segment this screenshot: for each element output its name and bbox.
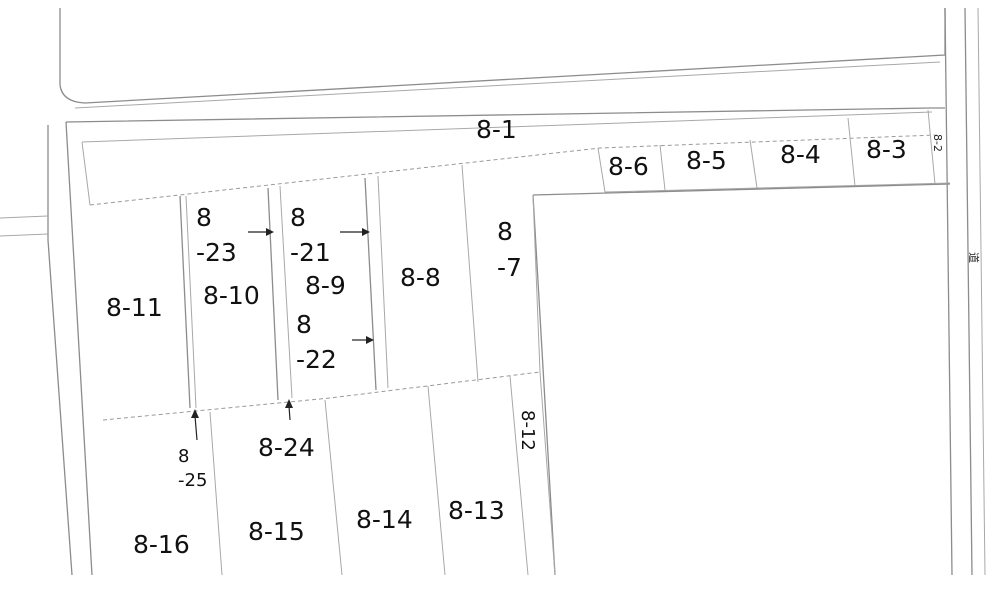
divider-8-4-8-3 <box>847 117 856 187</box>
label-8-11: 8-11 <box>106 293 163 322</box>
label-8-7-line2: -7 <box>497 253 522 282</box>
label-8-24: 8-24 <box>258 433 315 462</box>
parcel-8-1-inner-top <box>81 111 933 143</box>
label-8-14: 8-14 <box>356 505 413 534</box>
arrow-8-23 <box>248 228 274 236</box>
label-8-15: 8-15 <box>248 517 305 546</box>
arrow-8-21 <box>340 228 370 236</box>
label-8-25-line2: -25 <box>178 470 207 491</box>
road-boundary-top <box>59 8 946 104</box>
label-8-8: 8-8 <box>400 263 441 292</box>
label-8-23-line1: 8 <box>196 203 212 232</box>
row-bottom-divider <box>102 371 541 421</box>
divider-8-16-8-15 <box>209 411 223 576</box>
label-8-7-line1: 8 <box>497 217 513 246</box>
divider-8-13-8-12 <box>509 375 529 576</box>
divider-8-14-8-13 <box>427 385 446 576</box>
divider-8-15-8-14 <box>324 399 343 576</box>
label-8-5: 8-5 <box>686 146 727 175</box>
divider-8-11-8-10-a <box>179 195 191 409</box>
divider-8-8-8-7 <box>461 164 479 383</box>
parcel-8-1-bottom <box>89 134 936 206</box>
label-8-16: 8-16 <box>133 530 190 559</box>
label-8-13: 8-13 <box>448 496 505 525</box>
label-8-1: 8-1 <box>476 115 517 144</box>
side-road-left <box>0 215 49 237</box>
label-8-21-line2: -21 <box>290 238 331 267</box>
label-8-23-line2: -23 <box>196 238 237 267</box>
label-8-2: 8-2 <box>931 134 944 152</box>
arrow-8-25 <box>191 409 199 441</box>
divider-8-6-left <box>597 147 606 193</box>
label-8-6: 8-6 <box>608 152 649 181</box>
label-8-22-line1: 8 <box>296 310 312 339</box>
label-8-3: 8-3 <box>866 135 907 164</box>
road-boundary-left-inner <box>65 121 93 576</box>
divider-8-10-8-9-b <box>279 185 293 399</box>
road-boundary-left-outer <box>47 125 73 576</box>
label-8-4: 8-4 <box>780 140 821 169</box>
parcel-8-12-strip <box>539 371 556 576</box>
divider-8-3-8-2 <box>927 109 936 185</box>
parcel-8-7-right <box>532 194 541 373</box>
divider-8-6-8-5 <box>659 144 666 191</box>
label-8-22-line2: -22 <box>296 345 337 374</box>
divider-8-9-8-8-a <box>364 177 377 391</box>
divider-8-9-8-8-b <box>377 175 389 389</box>
road-boundary-right-3 <box>977 7 986 576</box>
label-8-10: 8-10 <box>203 281 260 310</box>
label-8-25-line1: 8 <box>178 446 189 467</box>
label-8-21-line1: 8 <box>290 203 306 232</box>
divider-8-10-8-9-a <box>267 187 279 401</box>
label-8-9: 8-9 <box>305 271 346 300</box>
label-road: 道 <box>967 252 981 263</box>
arrow-8-22 <box>352 336 374 344</box>
label-8-12: 8-12 <box>517 410 538 451</box>
road-boundary-right-1 <box>944 7 953 576</box>
parcel-8-1-left <box>81 141 91 206</box>
divider-8-11-8-10-b <box>185 195 197 409</box>
divider-8-5-8-4 <box>749 139 758 189</box>
road-boundary-right-2 <box>964 7 973 576</box>
road-boundary-top-inner <box>74 61 941 109</box>
block-right-outline <box>532 183 951 576</box>
parcel-row-right-bottom <box>604 182 951 193</box>
parcel-8-1-outline <box>65 107 945 123</box>
arrow-8-24 <box>285 399 293 421</box>
